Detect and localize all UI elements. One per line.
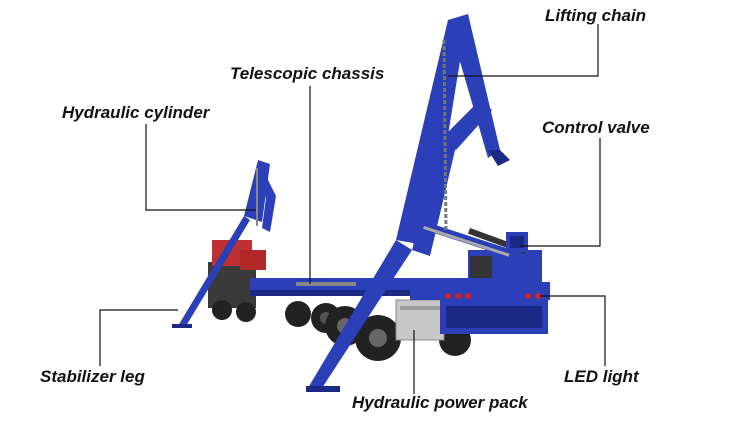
leader-lifting-chain — [448, 24, 599, 77]
label-hydraulic-cylinder: Hydraulic cylinder — [62, 103, 210, 122]
leader-stabilizer-leg — [99, 309, 178, 366]
tractor-truck — [208, 240, 266, 322]
label-lifting-chain: Lifting chain — [545, 6, 647, 25]
label-control-valve: Control valve — [542, 118, 650, 137]
rear-side-lifter — [172, 160, 276, 328]
leader-hydraulic-cylinder — [145, 124, 256, 211]
leader-lines — [99, 24, 606, 394]
label-led-light: LED light — [564, 367, 639, 386]
rear-frame — [410, 250, 550, 334]
lifting-chain — [442, 39, 448, 231]
label-stabilizer-leg: Stabilizer leg — [40, 367, 145, 386]
led-lights — [445, 293, 541, 299]
leader-control-valve — [520, 138, 601, 247]
hydraulic-power-pack-box — [395, 299, 445, 341]
label-hydraulic-power-pack: Hydraulic power pack — [352, 393, 528, 412]
label-telescopic-chassis: Telescopic chassis — [230, 64, 385, 83]
leader-led-light — [540, 295, 606, 366]
